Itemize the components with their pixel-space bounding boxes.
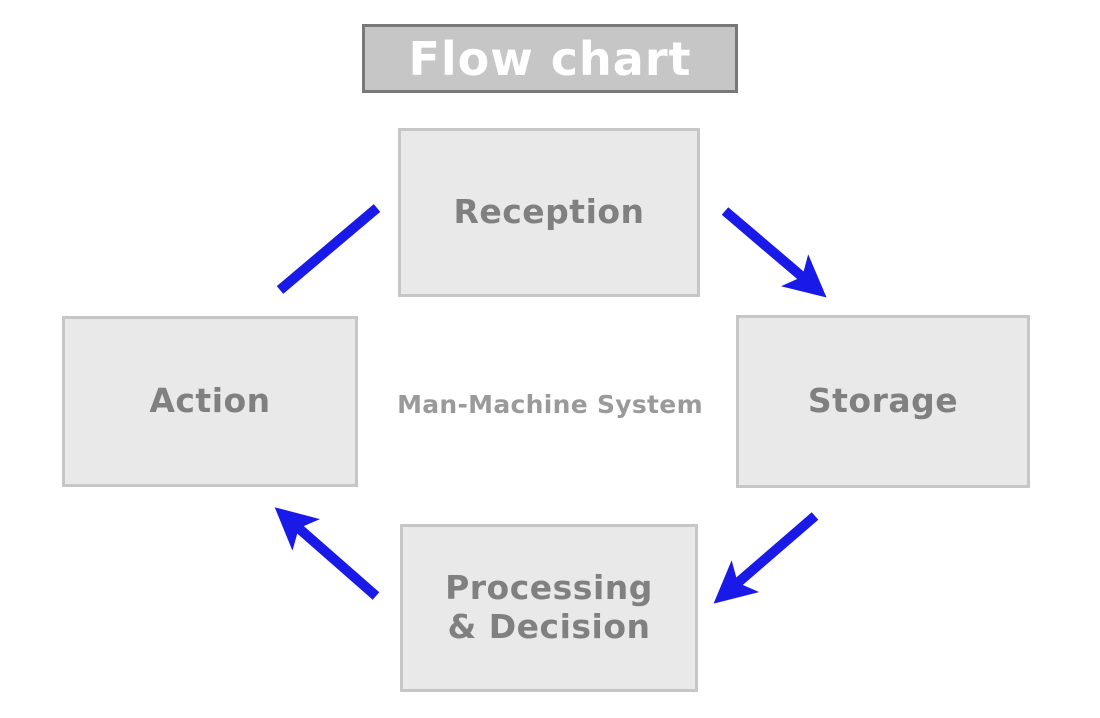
node-storage[interactable]: Storage (736, 315, 1030, 488)
node-action-label: Action (149, 381, 271, 421)
node-reception[interactable]: Reception (398, 128, 700, 297)
title-banner: Flow chart (362, 24, 738, 93)
node-processing-and-decision-label: Processing & Decision (445, 568, 653, 646)
edge-storage-to-processing (713, 512, 819, 604)
edge-action-to-reception (276, 204, 381, 294)
node-storage-label: Storage (807, 381, 959, 421)
center-caption: Man-Machine System (397, 390, 703, 419)
node-processing-and-decision[interactable]: Processing & Decision (400, 524, 698, 692)
edge-processing-to-action (274, 507, 380, 600)
node-action[interactable]: Action (62, 316, 358, 487)
node-reception-label: Reception (453, 192, 645, 232)
page-title: Flow chart (408, 31, 692, 86)
edge-reception-to-storage (721, 207, 827, 298)
